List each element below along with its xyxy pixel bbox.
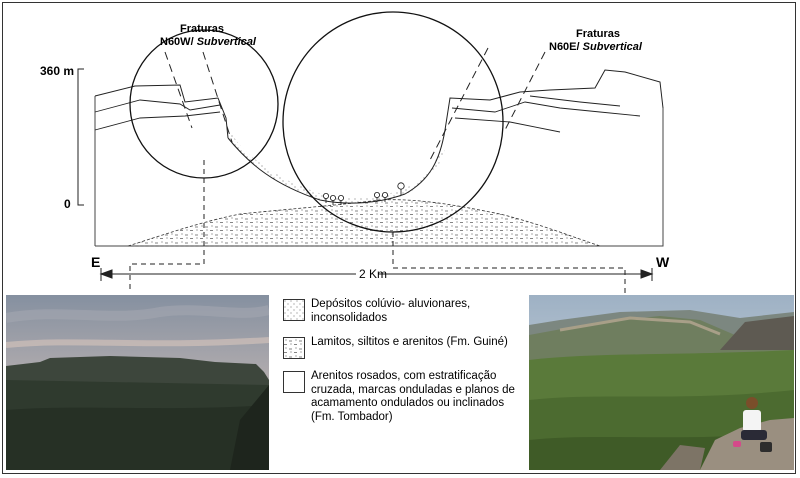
right-strata-1 [444, 69, 664, 131]
right-strata-4 [529, 95, 621, 107]
photo-left-plateau [6, 295, 269, 470]
fracture-line-right-2 [504, 51, 546, 131]
right-strata-2 [451, 101, 641, 117]
legend-text-coluvio: Depósitos colúvio- aluvionares, inconsol… [311, 298, 471, 324]
distance-arrow [99, 268, 654, 281]
direction-west-label: W [656, 254, 670, 270]
magnifier-circle-left [129, 29, 279, 179]
fracture-line-left-1 [164, 51, 193, 129]
guine-formation-mound [127, 199, 601, 247]
distance-label: 2 Km [359, 267, 388, 281]
fracture-line-right-1 [429, 47, 489, 161]
fracture-right-orientation: N60E [549, 41, 577, 53]
photo-right-valley [529, 295, 794, 470]
fracture-left-orientation: N60W [160, 36, 191, 48]
connector-left [129, 160, 205, 293]
fracture-left-dip: Subvertical [196, 36, 256, 48]
fracture-left-title: Fraturas [180, 23, 225, 35]
elevation-top-label: 360 m [40, 64, 75, 78]
tree-icons [322, 182, 405, 205]
legend-item-tombador: Arenitos rosados, com estratificação cru… [283, 370, 521, 424]
swatch-coluvio [283, 299, 305, 321]
valley-profile [227, 129, 446, 204]
legend-text-guine: Lamitos, siltitos e arenitos (Fm. Guiné) [311, 336, 508, 348]
elevation-bottom-label: 0 [64, 197, 71, 211]
fracture-line-left-2 [202, 51, 233, 143]
right-strata-3 [454, 117, 561, 133]
direction-east-label: E [91, 254, 101, 270]
swatch-tombador [283, 371, 305, 393]
elevation-scale-bar [77, 68, 84, 206]
connector-right [392, 232, 626, 293]
legend-item-coluvio: Depósitos colúvio- aluvionares, inconsol… [283, 298, 521, 325]
fracture-right-title: Fraturas [576, 28, 621, 40]
legend-item-guine: Lamitos, siltitos e arenitos (Fm. Guiné) [283, 336, 521, 359]
left-strata-3 [94, 111, 221, 131]
left-strata-2 [94, 99, 221, 113]
swatch-guine [283, 337, 305, 359]
legend-text-tombador: Arenitos rosados, com estratificação cru… [311, 370, 515, 423]
left-strata-1 [94, 84, 229, 139]
fracture-right-dip: Subvertical [582, 41, 642, 53]
